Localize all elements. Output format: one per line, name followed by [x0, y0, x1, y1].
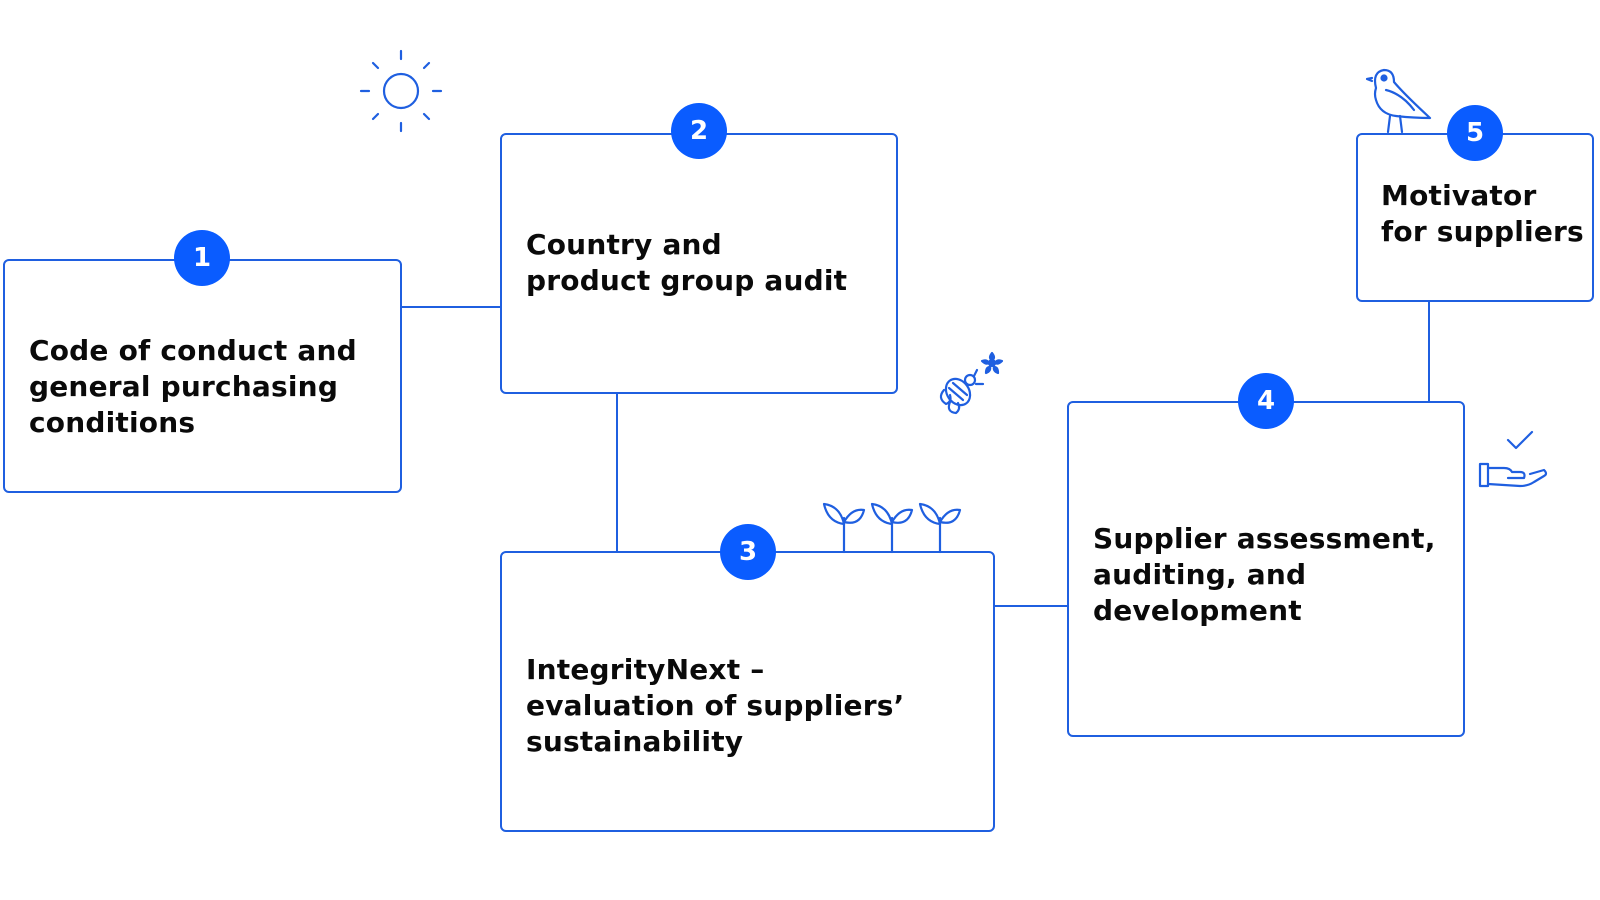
step-3-box: IntegrityNext – evaluation of suppliers’…	[500, 551, 995, 832]
step-2-text: Country and product group audit	[526, 228, 848, 297]
step-1-text: Code of conduct and general purchasing c…	[29, 334, 357, 439]
bird-icon	[1365, 68, 1432, 134]
step-1-box: Code of conduct and general purchasing c…	[3, 259, 402, 493]
step-3-badge: 3	[720, 524, 776, 580]
step-2-box: Country and product group audit	[500, 133, 898, 394]
step-4-text: Supplier assessment, auditing, and devel…	[1093, 522, 1436, 627]
hand-check-icon	[1478, 430, 1548, 488]
step-1-badge: 1	[174, 230, 230, 286]
step-5-box: Motivator for suppliers	[1356, 133, 1594, 302]
bee-flower-icon	[939, 351, 1004, 415]
step-4-badge: 4	[1238, 373, 1294, 429]
step-3-text: IntegrityNext – evaluation of suppliers’…	[526, 653, 905, 758]
step-5-text: Motivator for suppliers	[1381, 179, 1584, 248]
step-5-badge: 5	[1447, 105, 1503, 161]
sun-icon	[359, 49, 443, 133]
sprouts-icon	[822, 502, 962, 554]
step-2-badge: 2	[671, 103, 727, 159]
step-4-box: Supplier assessment, auditing, and devel…	[1067, 401, 1465, 737]
